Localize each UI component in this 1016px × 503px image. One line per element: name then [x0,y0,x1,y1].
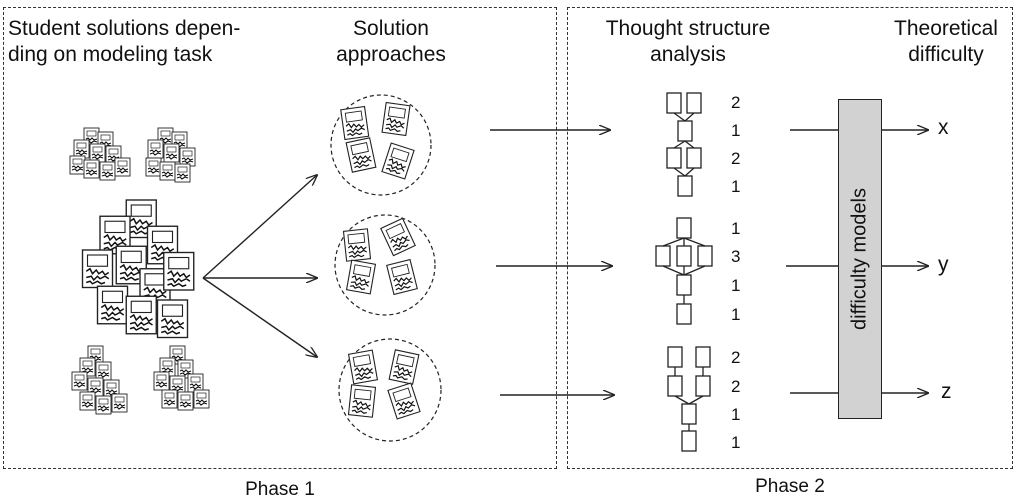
phase-transition-arrows [490,130,614,395]
approach-circle-1 [330,94,432,196]
structure-2-count-4: 1 [731,305,741,324]
thought-structure-3 [667,346,711,452]
structure-2-count-3: 1 [731,276,741,295]
structure-2-count-2: 3 [731,247,741,266]
phase-2-label: Phase 2 [755,476,825,497]
fan-out-arrows [202,175,317,357]
thought-structure-1 [666,92,702,197]
solution-approaches-heading: Solution approaches [336,17,446,67]
output-x: x [938,116,949,139]
student-cluster-large [81,199,195,339]
phase-1-label: Phase 1 [245,479,315,500]
structure-1-count-4: 1 [731,177,741,196]
structure-2-count-1: 1 [731,219,741,238]
structure-3-count-3: 1 [731,405,741,424]
approach-circle-2 [334,214,436,316]
student-cluster-top-right [145,127,196,183]
difficulty-models-label: difficulty models [848,188,871,330]
output-z: z [941,380,952,403]
phase1-container [3,7,557,469]
structure-3-count-1: 2 [731,348,741,367]
phase2-container [567,7,1013,469]
student-cluster-top-left [69,127,131,181]
thought-structure-heading: Thought structure analysis [605,17,771,67]
theoretical-difficulty-heading: Theoretical difficulty [894,17,998,67]
approach-circle-3 [338,338,442,442]
difficulty-models-box [838,99,882,419]
student-solutions-heading: Student solutions depen- ding on modelin… [8,17,241,67]
structure-1-count-3: 2 [731,149,741,168]
student-cluster-bottom-left [71,345,128,415]
model-arrows [786,130,928,393]
student-cluster-bottom-right [153,345,210,411]
structure-1-count-2: 1 [731,121,741,140]
structure-3-count-2: 2 [731,377,741,396]
structure-3-count-4: 1 [731,433,741,452]
output-y: y [938,253,949,276]
structure-1-count-1: 2 [731,93,741,112]
thought-structure-2 [655,217,713,325]
